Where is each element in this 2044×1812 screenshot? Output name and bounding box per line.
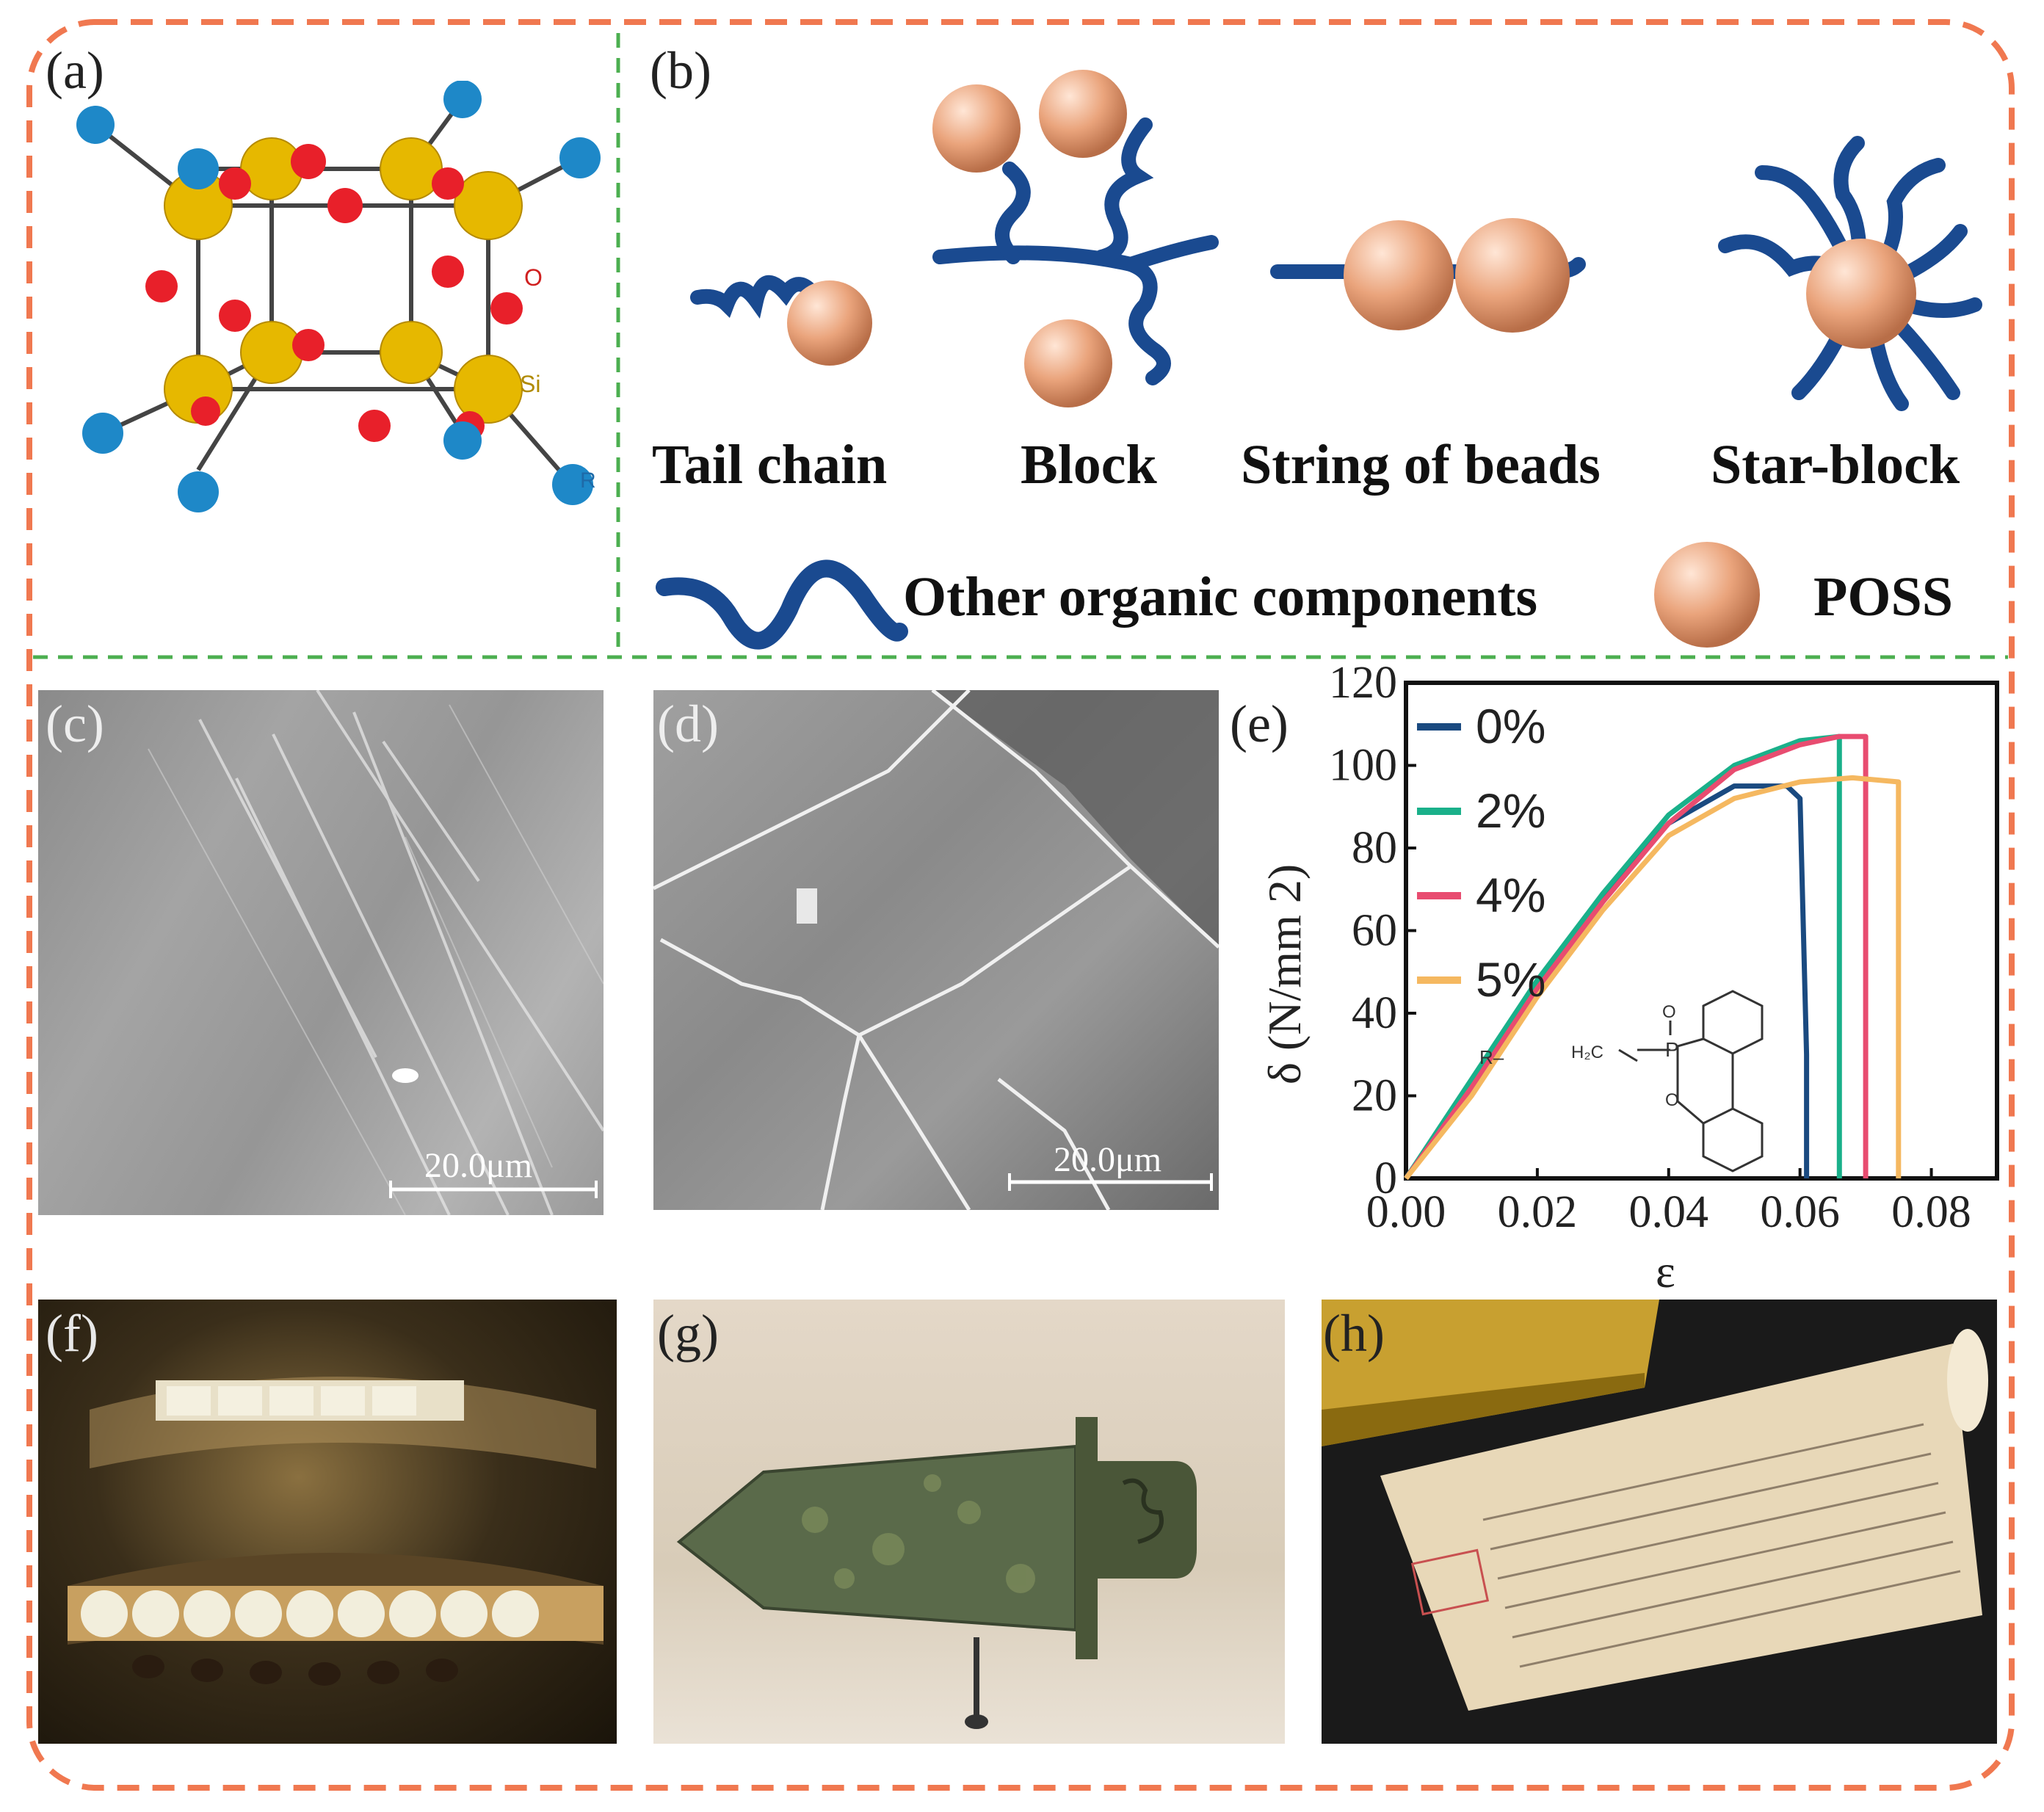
- atom-label-r: R: [580, 468, 596, 493]
- structure-r-label: R–: [1479, 1046, 1504, 1068]
- panel-label-d: (d): [657, 695, 719, 753]
- panel-label-c: (c): [46, 695, 104, 753]
- series-line-5pct: [1404, 775, 1902, 1181]
- y-tick-label: 40: [1352, 988, 1397, 1038]
- scale-bar-label-d: 20.0μm: [1054, 1140, 1162, 1179]
- x-tick-label: 0.00: [1366, 1187, 1446, 1237]
- panel-label-e: (e): [1230, 695, 1289, 753]
- arch-label-star-block: Star-block: [1711, 434, 1960, 496]
- atom-label-si: Si: [520, 371, 541, 397]
- x-tick-label: 0.04: [1629, 1187, 1709, 1237]
- legend-label-2pct: 2%: [1476, 783, 1545, 838]
- stress-strain-chart: 0 20 40 60 80 100 120 0.00 0.02 0.04 0.06 0.08 0% 2% 4…: [1329, 661, 1999, 1237]
- y-tick-label: 120: [1329, 661, 1397, 708]
- legend-label-4pct: 4%: [1476, 868, 1545, 922]
- arch-label-block: Block: [1021, 434, 1157, 496]
- legend-organic-label: Other organic components: [903, 566, 1538, 628]
- structure-p-label: P: [1665, 1038, 1679, 1061]
- legend-label-5pct: 5%: [1476, 952, 1545, 1007]
- photo-f-jade-belt: [38, 1300, 617, 1744]
- y-tick-label: 20: [1352, 1071, 1397, 1121]
- legend-label-0pct: 0%: [1476, 699, 1545, 753]
- sem-image-c: [38, 690, 604, 1215]
- dopo-structure-inset: [1618, 990, 1764, 1173]
- outer-frame: [26, 19, 2015, 1791]
- x-tick-label: 0.06: [1760, 1187, 1840, 1237]
- y-tick-label: 0: [1374, 1153, 1397, 1203]
- x-tick-label: 0.02: [1498, 1187, 1578, 1237]
- y-tick-label: 80: [1352, 823, 1397, 873]
- poss-cage-molecule: [76, 81, 601, 512]
- panel-label-a: (a): [46, 41, 104, 100]
- y-tick-label: 100: [1329, 741, 1397, 791]
- x-tick-label: 0.08: [1891, 1187, 1971, 1237]
- sem-image-d: [653, 690, 1219, 1210]
- structure-o-bottom-label: O: [1665, 1090, 1679, 1110]
- structure-o-top-label: O: [1662, 1002, 1676, 1022]
- photo-h-scroll: [1322, 1300, 1997, 1744]
- photo-g-bronze-dagger: [653, 1300, 1285, 1744]
- y-axis-title: δ (N/mm 2): [1258, 863, 1311, 1085]
- x-axis-title: ε: [1656, 1245, 1675, 1297]
- arch-label-tail-chain: Tail chain: [652, 434, 888, 496]
- scale-bar-label-c: 20.0μm: [424, 1146, 533, 1185]
- structure-h2c-label: H₂C: [1571, 1043, 1603, 1062]
- panel-label-h: (h): [1323, 1304, 1385, 1363]
- panel-label-f: (f): [46, 1304, 98, 1363]
- atom-label-o: O: [524, 264, 543, 291]
- legend-poss-label: POSS: [1813, 566, 1954, 628]
- poss-architectures: [656, 70, 1982, 650]
- panel-label-g: (g): [657, 1304, 719, 1363]
- arch-label-string-of-beads: String of beads: [1241, 434, 1601, 496]
- panel-label-b: (b): [650, 41, 711, 100]
- series-line-4pct: [1404, 733, 1869, 1181]
- y-tick-label: 60: [1352, 906, 1397, 956]
